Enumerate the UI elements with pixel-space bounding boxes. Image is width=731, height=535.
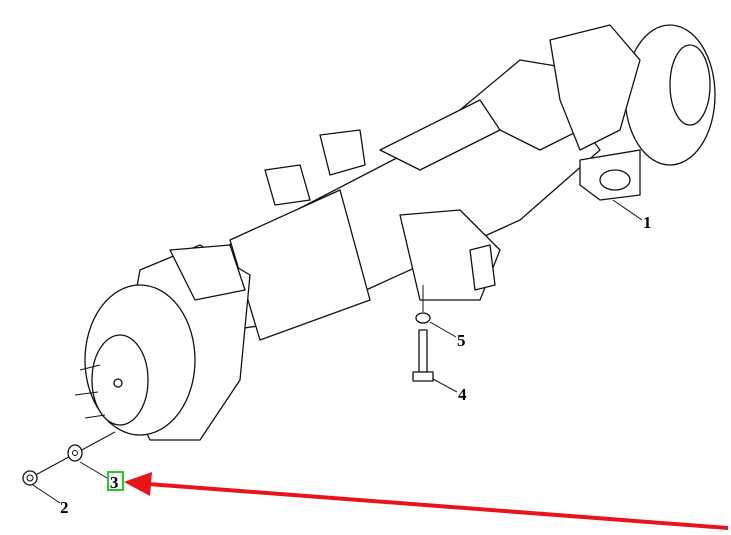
callout-1: 1 <box>643 213 652 232</box>
washer-part <box>67 444 83 462</box>
callout-3: 3 <box>110 473 119 492</box>
callout-5: 5 <box>457 331 466 350</box>
nut-part <box>22 470 38 486</box>
washer-5-part <box>415 312 431 324</box>
bolt-part <box>418 329 428 373</box>
pointer-arrow-head-icon <box>124 472 152 496</box>
axle-housing <box>74 24 716 441</box>
callout-4: 4 <box>458 385 467 404</box>
pointer-arrow-shaft <box>147 482 729 530</box>
callout-3-highlight <box>107 471 124 491</box>
callout-2: 2 <box>60 498 69 517</box>
